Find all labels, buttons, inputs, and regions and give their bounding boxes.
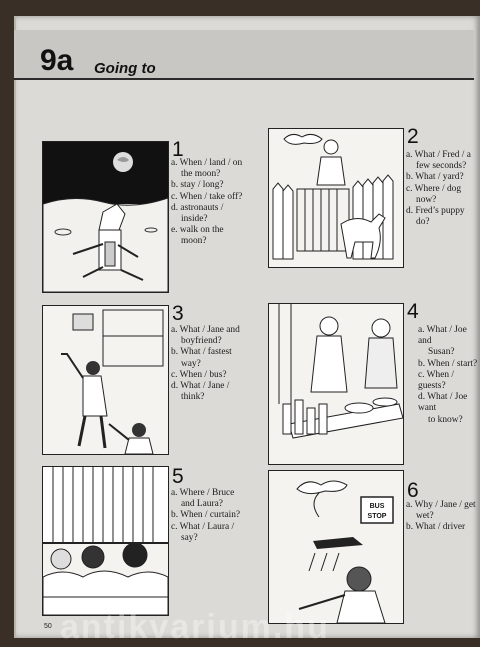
prompt-line: b. When / start? <box>418 358 478 369</box>
watermark: antikvarium.hu <box>60 608 330 646</box>
prompt-line: think? <box>181 392 205 403</box>
prompt-line: wet? <box>416 511 434 522</box>
prompt-line: b. What / yard? <box>406 172 464 183</box>
prompt-line: e. walk on the <box>171 225 224 236</box>
exercise-4-number: 4 <box>407 300 419 323</box>
unit-header-band <box>14 30 474 80</box>
prompt-line: and Laura? <box>181 499 223 510</box>
bus-stop-illustration: BUS STOP <box>268 470 404 624</box>
prompt-line: c. When / bus? <box>171 369 227 380</box>
prompt-line: b. When / curtain? <box>171 510 241 521</box>
exercise-5-number: 5 <box>172 465 184 488</box>
garden-fence-illustration <box>268 128 404 268</box>
sign-line-2: STOP <box>368 513 387 520</box>
prompt-line: d. What / Jane / <box>171 381 230 392</box>
prompt-line: inside? <box>181 214 208 225</box>
dinner-party-illustration <box>268 303 404 465</box>
prompt-line: boyfriend? <box>181 336 222 347</box>
page-number: 50 <box>44 623 52 630</box>
prompt-line: a. When / land / on <box>171 158 243 168</box>
bus-stop-sign: BUS STOP <box>360 496 394 524</box>
exercise-2-number: 2 <box>407 125 419 148</box>
prompt-line: d. What / Joe want <box>418 392 468 414</box>
prompt-line: b. stay / long? <box>171 180 224 191</box>
exercise-6-number: 6 <box>407 479 419 502</box>
prompt-line: a. Why / Jane / get <box>406 500 476 510</box>
exercise-3-number: 3 <box>172 302 184 325</box>
prompt-line: to know? <box>428 414 463 425</box>
unit-number: 9a <box>40 44 74 77</box>
theater-audience-illustration <box>42 466 169 616</box>
bus-stop-rain-drawing: BUS STOP <box>296 480 394 623</box>
sign-line-1: BUS <box>370 503 385 510</box>
prompt-line: do? <box>416 217 430 228</box>
prompt-line: d. astronauts / <box>171 202 224 213</box>
moon-landing-illustration <box>42 141 169 293</box>
prompt-line: c. When / guests? <box>418 369 455 392</box>
exercise-1-prompts: a. When / land / on the moon? b. stay / … <box>171 158 242 248</box>
exercise-3-prompts: a. What / Jane and boyfriend? b. What / … <box>171 325 240 403</box>
exercise-2-prompts: a. What / Fred / a few seconds? b. What … <box>406 150 471 228</box>
couple-chasing-bus-drawing <box>61 309 164 454</box>
prompt-line: a. What / Joe and <box>418 325 467 347</box>
exercise-5-prompts: a. Where / Bruce and Laura? b. When / cu… <box>171 488 240 544</box>
running-couple-illustration <box>42 305 169 455</box>
unit-title: Going to <box>94 60 156 77</box>
prompt-line: say? <box>181 532 198 543</box>
prompt-line: b. What / driver <box>406 522 466 533</box>
exercise-1-number: 1 <box>172 138 184 161</box>
prompt-line: the moon? <box>181 169 221 180</box>
prompt-line: now? <box>416 194 437 205</box>
prompt-line: c. Where / dog <box>406 183 462 194</box>
couple-in-theater-drawing <box>43 467 168 615</box>
prompt-line: c. What / Laura / <box>171 521 235 532</box>
prompt-line: d. Fred’s puppy <box>406 206 465 217</box>
astronaut-drawing <box>43 142 168 292</box>
exercise-4-prompts: a. What / Joe and Susan? b. When / start… <box>418 325 480 426</box>
prompt-line: a. What / Jane and <box>171 325 240 335</box>
prompt-line: b. What / fastest <box>171 347 232 358</box>
man-and-dog-drawing <box>272 133 394 260</box>
prompt-line: Susan? <box>428 347 455 358</box>
prompt-line: a. What / Fred / a <box>406 150 471 160</box>
prompt-line: few seconds? <box>416 161 467 172</box>
exercise-6-prompts: a. Why / Jane / get wet? b. What / drive… <box>406 500 476 534</box>
prompt-line: way? <box>181 358 201 369</box>
couple-at-table-drawing <box>278 304 403 439</box>
prompt-line: moon? <box>181 236 207 247</box>
prompt-line: c. When / take off? <box>171 191 243 202</box>
prompt-line: a. Where / Bruce <box>171 488 235 498</box>
